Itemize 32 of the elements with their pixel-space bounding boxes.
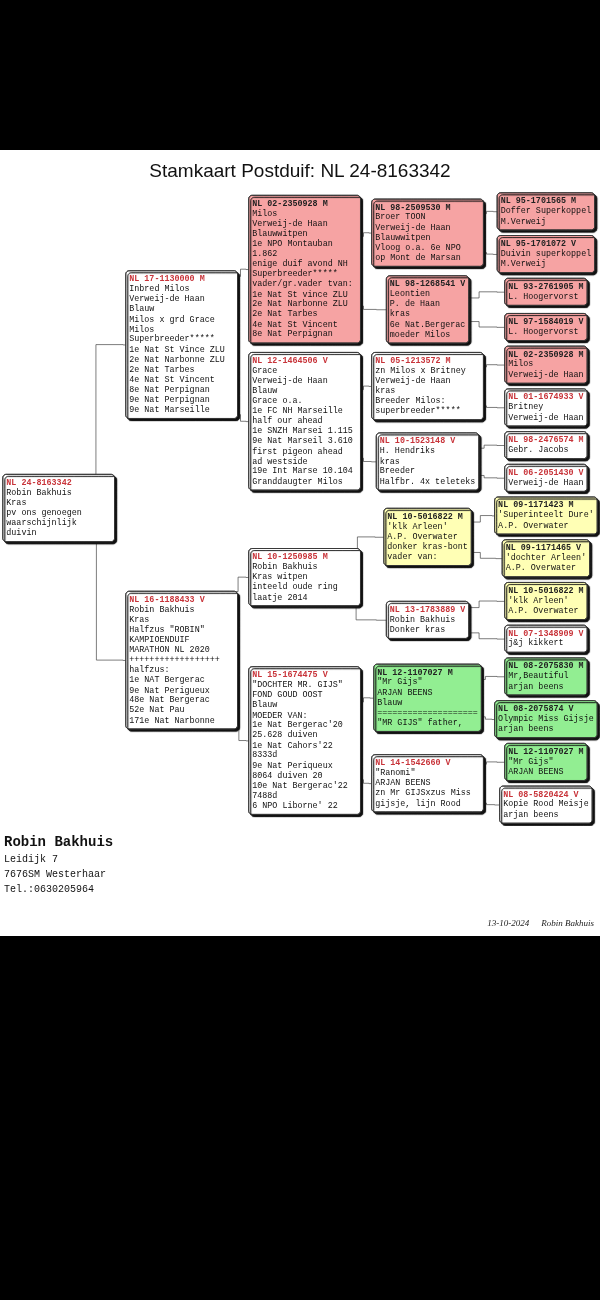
connector — [468, 291, 506, 299]
connector — [471, 552, 503, 559]
connector — [483, 211, 498, 214]
connector — [360, 232, 373, 237]
connector — [471, 515, 496, 523]
connector — [481, 716, 496, 720]
connector — [478, 444, 506, 449]
connector — [360, 779, 373, 784]
address-line: 7676SM Westerhaar — [4, 868, 107, 882]
phone-number: Tel.:0630205964 — [4, 883, 94, 897]
connector — [237, 268, 250, 277]
connector — [360, 697, 375, 703]
connector — [481, 676, 506, 680]
connector — [483, 761, 506, 765]
connector — [483, 405, 506, 409]
address-line: Leidijk 7 — [4, 853, 58, 867]
print-date: 13-10-2024 — [487, 918, 530, 928]
connector — [468, 321, 506, 328]
connector — [360, 305, 388, 311]
connector — [360, 457, 377, 463]
connector — [483, 252, 498, 255]
connector — [360, 385, 373, 390]
connector — [468, 632, 506, 640]
connector — [234, 728, 250, 742]
footer-name: Robin Bakhuis — [541, 918, 594, 928]
connector — [483, 802, 501, 806]
title: Stamkaart Postduif: NL 24-8163342 — [149, 160, 451, 182]
owner-name: Robin Bakhuis — [4, 833, 114, 852]
connector — [478, 475, 506, 479]
connector — [237, 414, 250, 422]
connector — [468, 600, 506, 608]
connector — [483, 364, 506, 368]
